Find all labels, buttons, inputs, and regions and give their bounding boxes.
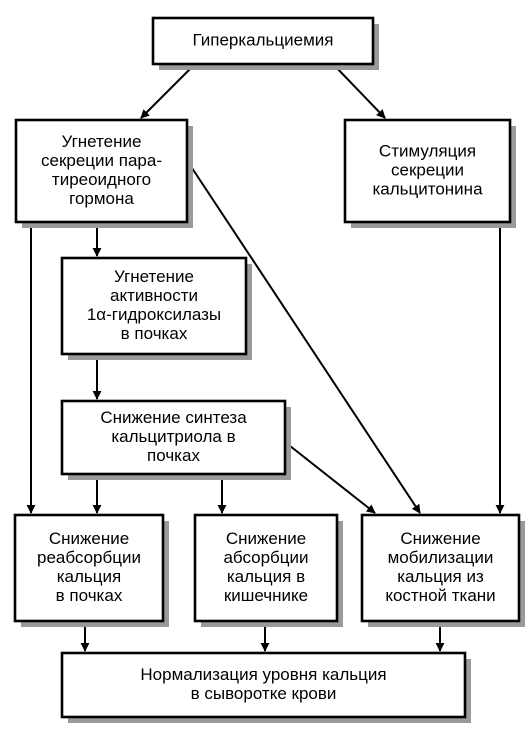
box-hypercalcemia: Гиперкальциемия — [151, 16, 379, 70]
box-label-line: почках — [147, 446, 200, 465]
box-frame — [193, 513, 339, 623]
box-label-line: 1α-гидроксилазы — [87, 305, 221, 324]
box-label-line: реабсорбции — [37, 548, 141, 567]
box-label-line: Угнетение — [114, 267, 194, 286]
box-label-line: кальцитриола в — [111, 427, 235, 446]
box-frame — [14, 118, 189, 224]
box-label-line: гормона — [69, 189, 134, 208]
box-frame — [60, 256, 248, 356]
box-frame — [60, 651, 467, 719]
arrow-hypercalcemia-to-pth — [140, 63, 196, 119]
box-label-line: секреции — [391, 160, 464, 179]
box-label-line: абсорбции — [223, 548, 308, 567]
box-label-line: в сыворотке крови — [191, 684, 337, 703]
box-label-line: кальция — [57, 567, 121, 586]
box-label-line: Снижение — [226, 529, 306, 548]
box-frame — [343, 118, 512, 224]
box-label-line: кишечнике — [224, 586, 308, 605]
box-label-line: в почках — [121, 324, 188, 343]
box-frame — [151, 16, 375, 66]
box-label-line: секреции пара- — [41, 151, 162, 170]
box-frame — [60, 399, 287, 476]
box-label-line: тиреоидного — [52, 170, 151, 189]
arrow-calcitriol-to-mobilization — [284, 441, 376, 514]
box-label-line: костной ткани — [385, 586, 495, 605]
box-label-line: активности — [110, 286, 198, 305]
box-frame — [13, 513, 165, 623]
box-label-line: Снижение — [400, 529, 480, 548]
box-label-line: Стимуляция — [379, 141, 476, 160]
box-label-line: Угнетение — [62, 132, 142, 151]
arrow-hypercalcemia-to-calcitonin — [332, 63, 386, 119]
box-label-line: в почках — [56, 586, 123, 605]
box-label-line: кальция из — [397, 567, 484, 586]
box-label-line: кальцитонина — [372, 179, 483, 198]
box-label-line: Нормализация уровня кальция — [140, 665, 386, 684]
box-frame — [360, 513, 521, 623]
box-label-line: кальция в — [227, 567, 305, 586]
box-label-line: Снижение — [49, 529, 129, 548]
box-label-line: Снижение синтеза — [100, 408, 247, 427]
arrow-pth-to-mobilization — [189, 164, 421, 514]
box-label-line: мобилизации — [388, 548, 494, 567]
box-label-line: Гиперкальциемия — [193, 30, 334, 49]
